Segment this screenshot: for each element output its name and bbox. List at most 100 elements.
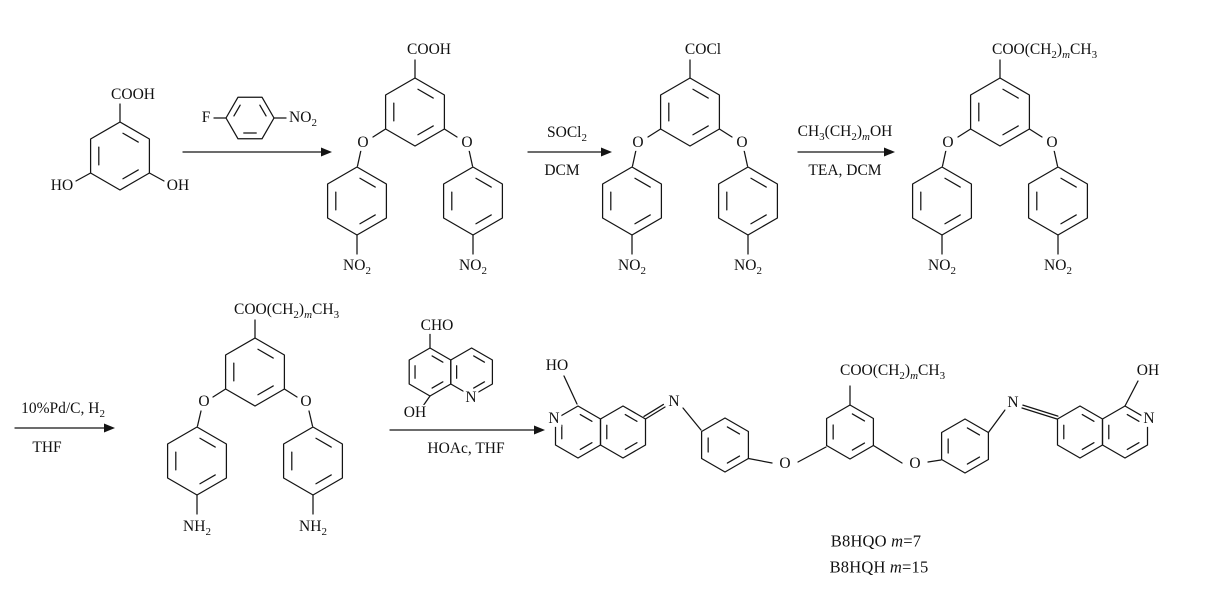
aromatic-double-bond [1126,413,1140,422]
imine-double-bond [1022,404,1059,417]
aromatic-double-bond [417,88,434,99]
solvent-below-arrow: HOAc, THF [425,439,507,458]
solvent-below-arrow: TEA, DCM [806,161,884,180]
hydroxyl-label: OH [401,403,429,422]
bond [718,128,733,138]
ether-oxygen-label: O [940,133,956,152]
aromatic-double-bond [851,413,866,422]
ester-label: COO(CH2)mCH3 [838,361,948,382]
bond [987,409,1006,434]
aromatic-double-bond [199,437,216,448]
aromatic-double-bond [966,456,981,465]
bond [372,128,387,138]
benzene-ring [659,77,721,147]
arrowhead [321,147,332,157]
aldehyde-label: CHO [418,316,456,335]
bond [1053,149,1059,167]
bond [148,172,165,182]
ether-oxygen-label: O [630,133,646,152]
aromatic-double-bond [750,214,767,225]
bond [631,149,637,167]
bond [941,149,947,167]
bond [872,444,903,464]
imine-nitrogen-label: N [666,392,682,411]
benzene-ring [700,417,750,473]
aromatic-double-bond [122,132,139,143]
bond [75,172,92,182]
aromatic-double-bond [966,427,981,436]
bond [468,149,474,167]
quinoline-nitrogen-label: N [546,409,562,428]
bond [443,128,458,138]
aromatic-double-bond [851,442,866,451]
benzene-ring [89,121,151,191]
bond [422,395,431,407]
aromatic-double-bond [257,385,274,396]
ester-label: COO(CH2)mCH3 [232,300,342,321]
aromatic-double-bond [634,214,651,225]
aromatic-double-bond [359,177,376,188]
hydroxyl-label: OH [1134,361,1162,380]
amine-label: NH2 [181,517,213,538]
aromatic-double-bond [473,355,486,363]
reagent-above-arrow: SOCl2 [545,123,589,144]
aromatic-double-bond [1060,177,1077,188]
nitro-label: NO2 [732,256,764,277]
bond [196,410,202,427]
ether-oxygen-label: O [777,454,793,473]
bond [743,149,749,167]
carboxylic-acid-label: COOH [109,85,157,104]
ether-oxygen-label: O [907,454,923,473]
aromatic-double-bond [259,104,267,117]
aromatic-double-bond [624,442,638,451]
aromatic-double-bond [199,474,216,485]
aromatic-double-bond [417,125,434,136]
aromatic-double-bond [750,177,767,188]
aromatic-double-bond [1060,214,1077,225]
aromatic-double-bond [726,455,741,464]
ether-oxygen-label: O [196,392,212,411]
bond [1028,128,1043,138]
bond [283,388,298,398]
quinoline-nitrogen-label: N [1141,409,1157,428]
product-name: B8HQH m=15 [827,557,931,577]
aromatic-double-bond [1002,88,1019,99]
benzene-ring [224,337,286,407]
bond [1124,380,1139,407]
ether-oxygen-label: O [355,133,371,152]
aromatic-double-bond [634,177,651,188]
bond [797,446,827,463]
aromatic-double-bond [359,214,376,225]
aromatic-double-bond [944,177,961,188]
ether-oxygen-label: O [734,133,750,152]
nitro-label: NO2 [341,256,373,277]
imine-double-bond [644,406,666,420]
bond [212,388,227,398]
nitro-label: NO2 [926,256,958,277]
imine-double-bond [1021,407,1058,420]
imine-double-bond [643,403,665,418]
aromatic-double-bond [579,413,593,422]
hydroxyl-label: HO [48,176,76,195]
hydroxyl-label: HO [543,356,571,375]
aromatic-double-bond [579,442,593,451]
aromatic-double-bond [233,104,241,117]
arrowhead [884,147,895,157]
ether-oxygen-label: O [1044,133,1060,152]
ether-oxygen-label: O [459,133,475,152]
aromatic-double-bond [692,125,709,136]
product-name: B8HQO m=7 [828,531,924,551]
aromatic-double-bond [475,214,492,225]
nitro-label: NO2 [457,256,489,277]
aromatic-double-bond [624,413,638,422]
solvent-below-arrow: THF [30,438,64,457]
arrowhead [104,423,115,433]
nitro-label: NO2 [1042,256,1074,277]
reagent-above-arrow: CH3(CH2)mOH [795,122,895,143]
aromatic-double-bond [315,474,332,485]
aromatic-double-bond [473,381,486,389]
arrowhead [601,147,612,157]
